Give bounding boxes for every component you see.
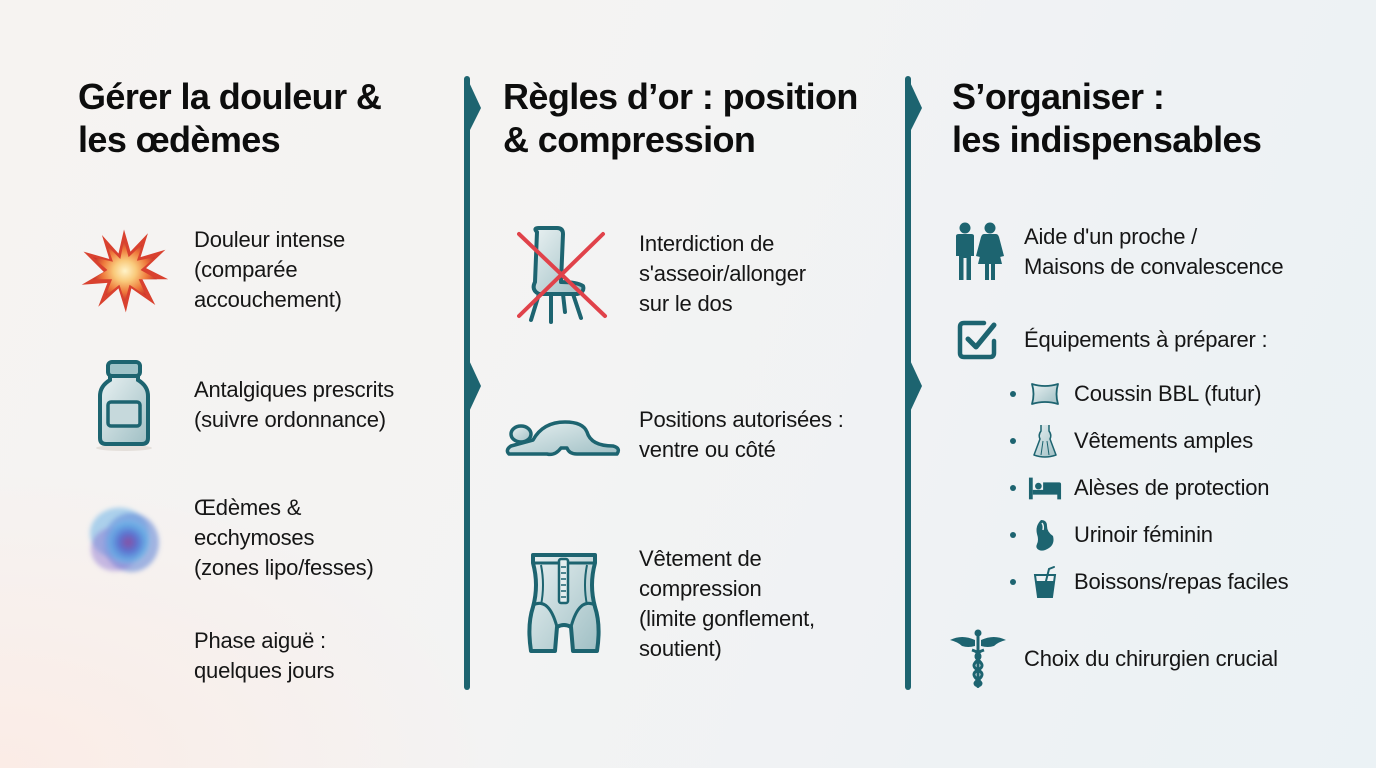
- urinal-icon: [1028, 518, 1062, 552]
- bed-icon: [1028, 471, 1062, 505]
- pillow-icon: [1028, 377, 1062, 411]
- people-icon: [952, 220, 1024, 284]
- bullet-icon: [1010, 578, 1016, 585]
- list-item-bed-pads: Alèses de protection: [1010, 464, 1288, 511]
- item-painkillers: Antalgiques prescrits (suivre ordonnance…: [78, 358, 394, 452]
- item-acute-phase: Phase aiguë : quelques jours: [194, 628, 335, 683]
- bullet-icon: [1010, 531, 1016, 538]
- explosion-icon: [78, 222, 194, 318]
- column-heading: Gérer la douleur & les œdèmes: [78, 76, 382, 160]
- item-allowed-positions: Positions autorisées : ventre ou côté: [503, 405, 844, 465]
- dress-icon: [1028, 424, 1062, 458]
- compression-garment-icon: [523, 549, 639, 659]
- medicine-bottle-icon: [78, 358, 194, 452]
- checkbox-icon: [956, 318, 1024, 362]
- bullet-icon: [1010, 390, 1016, 397]
- equipment-list: Coussin BBL (futur) Vêtements amples: [1010, 370, 1289, 605]
- item-no-sitting: Interdiction de s'asseoir/allonger sur l…: [517, 224, 806, 324]
- bruise-icon: [78, 490, 194, 586]
- column-heading: Règles d’or : position & compression: [503, 76, 858, 160]
- list-item-drinks-meals: Boissons/repas faciles: [1010, 558, 1289, 605]
- item-surgeon-choice: Choix du chirurgien crucial: [948, 628, 1278, 690]
- bullet-icon: [1010, 437, 1016, 444]
- item-intense-pain: Douleur intense (comparée accouchement): [78, 222, 345, 318]
- column-pain-management: Gérer la douleur & les œdèmes Douleur in…: [78, 0, 458, 768]
- lying-prone-icon: [503, 405, 639, 465]
- column-golden-rules: Règles d’or : position & compression Int…: [503, 0, 893, 768]
- caduceus-icon: [948, 628, 1024, 690]
- column-heading: S’organiser : les indispensables: [952, 76, 1262, 160]
- item-edema: Œdèmes & ecchymoses (zones lipo/fesses): [78, 490, 374, 586]
- column-divider: [464, 76, 481, 690]
- item-equipment-header: Équipements à préparer :: [956, 318, 1268, 362]
- drink-icon: [1028, 565, 1062, 599]
- item-compression-garment: Vêtement de compression (limite gonfleme…: [523, 544, 815, 664]
- item-support: Aide d'un proche / Maisons de convalesce…: [952, 220, 1284, 284]
- list-item-loose-clothes: Vêtements amples: [1010, 417, 1288, 464]
- no-sitting-chair-icon: [517, 224, 639, 324]
- list-item-pillow: Coussin BBL (futur): [1010, 370, 1288, 417]
- bullet-icon: [1010, 484, 1016, 491]
- list-item-urinal: Urinoir féminin: [1010, 511, 1288, 558]
- column-organisation: S’organiser : les indispensables Aide d'…: [950, 0, 1362, 768]
- column-divider: [905, 76, 922, 690]
